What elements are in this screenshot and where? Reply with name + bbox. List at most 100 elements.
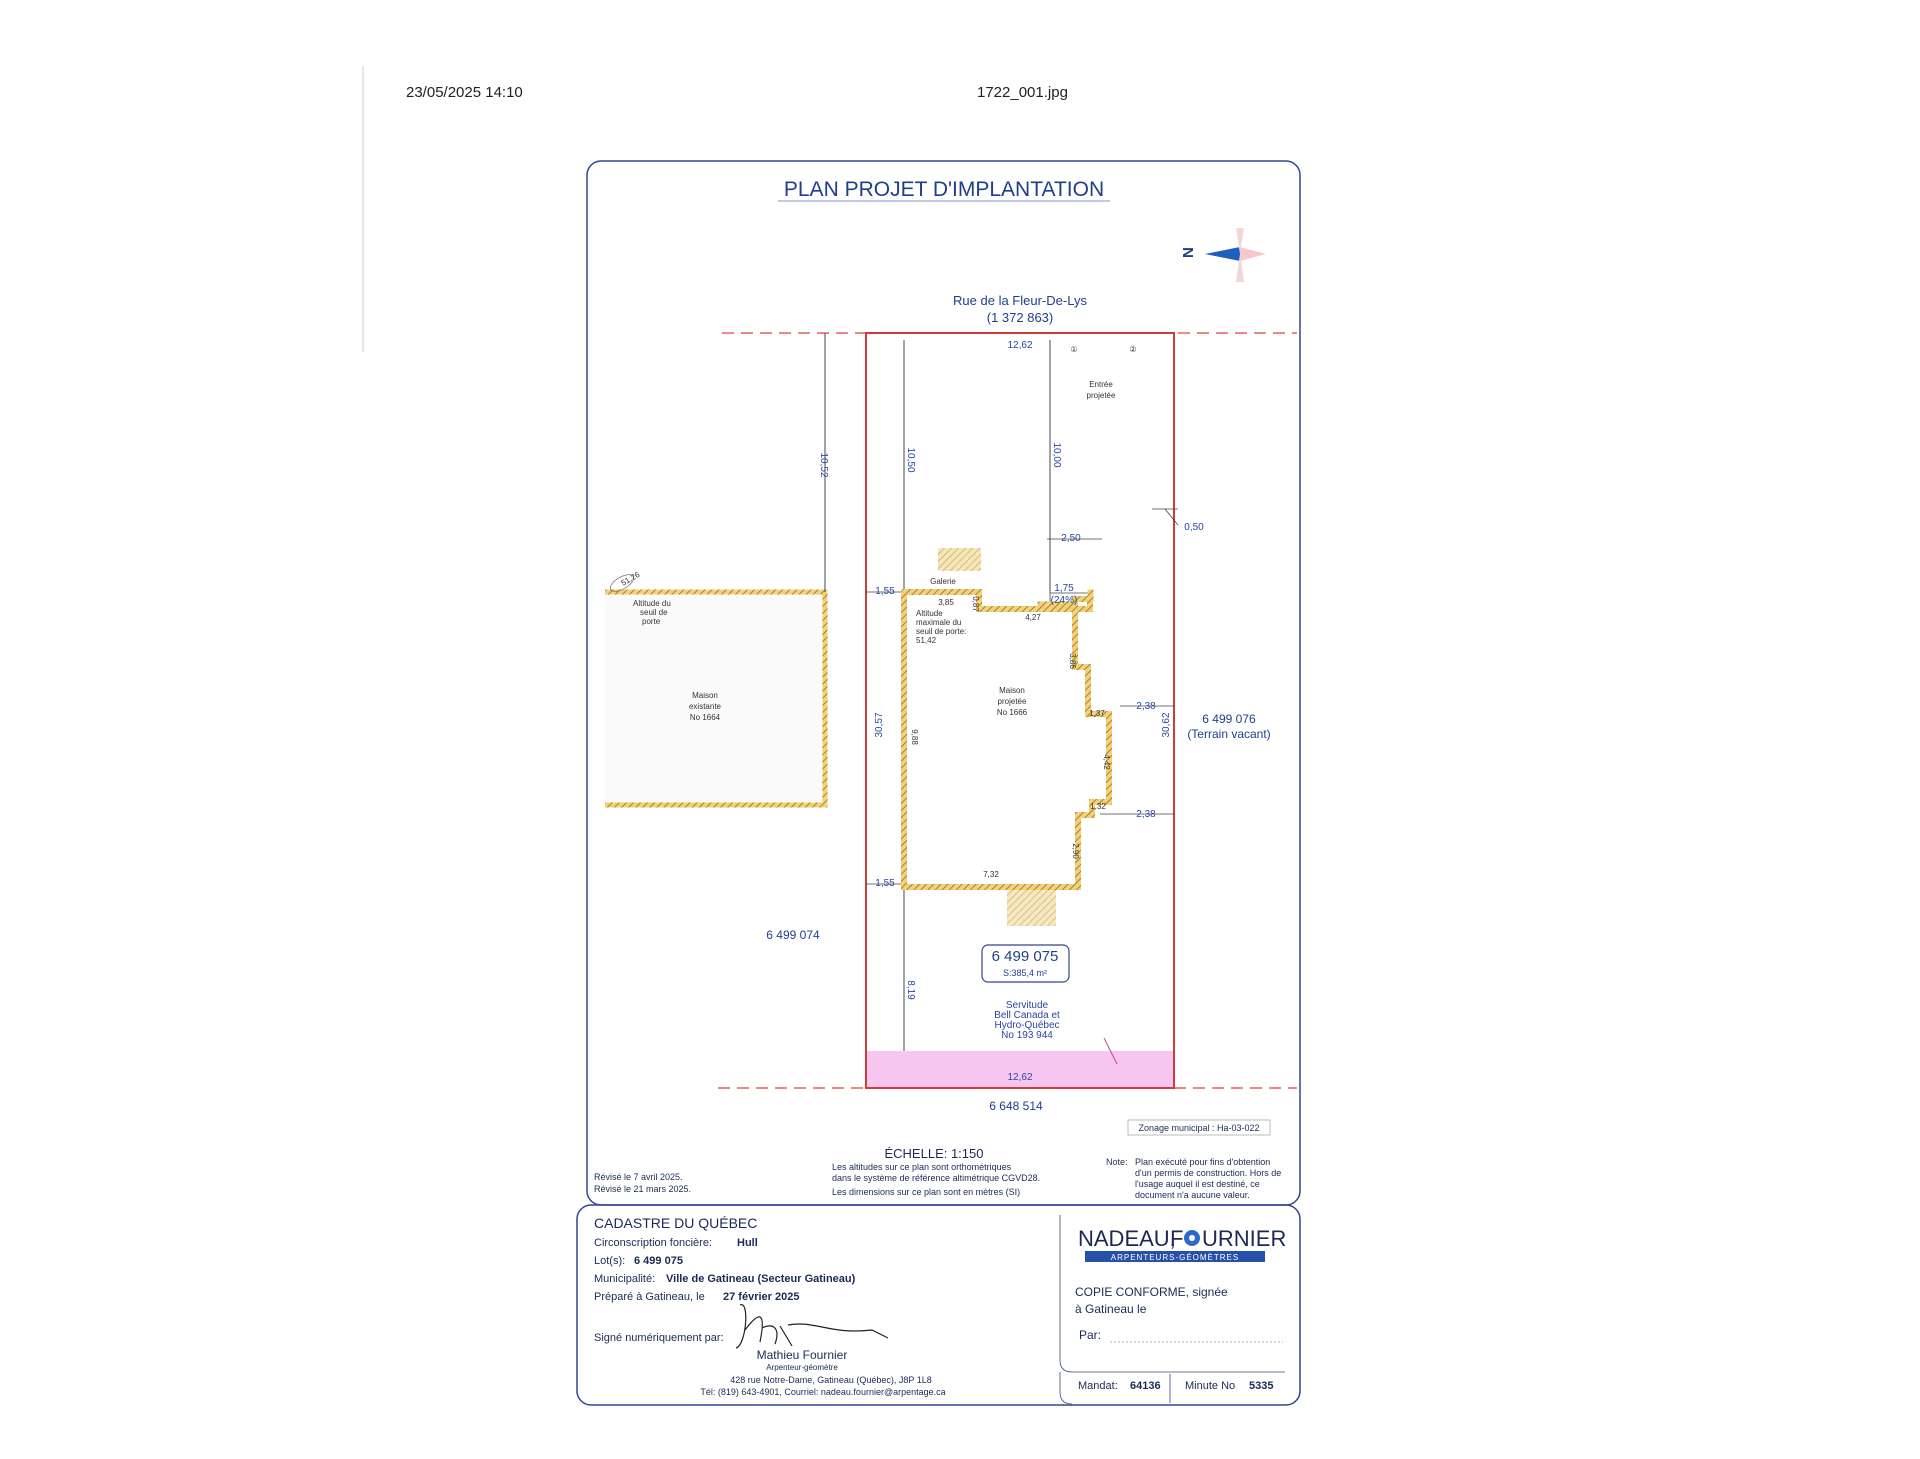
alt-note-l1: Les altitudes sur ce plan sont orthométr…: [832, 1162, 1012, 1172]
dim-087: 0,87: [971, 596, 980, 612]
surveyor-title: Arpenteur-géomètre: [766, 1363, 838, 1372]
print-filename: 1722_001.jpg: [977, 84, 1068, 101]
lots-value: 6 499 075: [634, 1255, 683, 1267]
entree-label-2: projetée: [1087, 391, 1116, 400]
dim-175: 1,75: [1054, 583, 1074, 594]
minute-value: 5335: [1249, 1380, 1273, 1392]
note-l1: Plan exécuté pour fins d'obtention: [1135, 1157, 1270, 1167]
point-1: ①: [1070, 345, 1077, 354]
cadastre-heading: CADASTRE DU QUÉBEC: [594, 1215, 757, 1231]
signature-image: [735, 1304, 889, 1349]
altitude-note-l2: maximale du: [916, 618, 961, 627]
firm-logo: NADEAU, F URNIER ARPENTEURS-GÉOMÈTRES: [1078, 1226, 1286, 1262]
servitude-band: [866, 1051, 1174, 1088]
alt-note-l2: dans le système de référence altimétriqu…: [832, 1173, 1040, 1183]
existing-house-label-3: No 1664: [690, 713, 721, 722]
dim-side-left-top: 1,55: [875, 586, 895, 597]
firm-contact: Tél: (819) 643-4901, Courriel: nadeau.fo…: [700, 1387, 945, 1397]
proposed-house-label-3: No 1666: [997, 708, 1028, 717]
dim-137: 1,37: [1089, 709, 1105, 718]
circ-value: Hull: [737, 1237, 758, 1249]
firm-name-a: NADEAU,: [1078, 1226, 1176, 1251]
scale-label: ÉCHELLE: 1:150: [884, 1146, 983, 1161]
lot-boundary: [865, 332, 1175, 1089]
zonage-text: Zonage municipal : Ha-03-022: [1138, 1123, 1259, 1133]
alt-note-l3: Les dimensions sur ce plan sont en mètre…: [832, 1187, 1020, 1197]
dim-rear-setback: 8,19: [905, 980, 916, 1000]
dim-neighbor-setback: 10,52: [818, 452, 829, 477]
signed-label: Signé numériquement par:: [594, 1332, 724, 1344]
cartouche-frame: [576, 1204, 1301, 1406]
dim-427: 4,27: [1025, 613, 1041, 622]
galerie-label: Galerie: [930, 577, 956, 586]
lot-right: 6 499 076: [1202, 712, 1256, 726]
note-l2: d'un permis de construction. Hors de: [1135, 1168, 1281, 1178]
proposed-house-label-1: Maison: [999, 686, 1025, 695]
altitude-note-l3: seuil de porte:: [916, 627, 966, 636]
existing-house: [605, 589, 828, 808]
note-l4: document n'a aucune valeur.: [1135, 1190, 1250, 1200]
dim-250: 2,50: [1061, 533, 1081, 544]
dim-front-setback-left: 10,50: [905, 447, 916, 472]
dim-132: 1,32: [1090, 802, 1106, 811]
muni-value: Ville de Gatineau (Secteur Gatineau): [666, 1273, 856, 1285]
main-lot-area: S:385,4 m²: [1003, 968, 1047, 978]
dim-386: 3,86: [1068, 653, 1077, 669]
lot-right-note: (Terrain vacant): [1187, 727, 1270, 741]
copie-l2: à Gatineau le: [1075, 1302, 1147, 1316]
minute-label: Minute No: [1185, 1380, 1235, 1392]
copie-l1: COPIE CONFORME, signée: [1075, 1285, 1228, 1299]
altitude-note-l1: Altitude: [916, 609, 943, 618]
note-label: Note:: [1106, 1157, 1128, 1167]
point-2: ②: [1129, 345, 1136, 354]
dim-988: 9,88: [910, 729, 919, 745]
mandat-value: 64136: [1130, 1380, 1161, 1392]
prep-label: Préparé à Gatineau, le: [594, 1291, 705, 1303]
zonage-box: [1127, 1119, 1271, 1136]
lot-left: 6 499 074: [766, 928, 820, 942]
proposed-house-label-2: projetée: [998, 697, 1027, 706]
north-arrow-icon: N: [1180, 228, 1266, 282]
surveyor-name: Mathieu Fournier: [757, 1348, 848, 1362]
street-lot: (1 372 863): [987, 310, 1054, 325]
dim-right-depth: 30,62: [1161, 712, 1172, 737]
dim-front-width: 12,62: [1007, 340, 1032, 351]
mandat-label: Mandat:: [1078, 1380, 1118, 1392]
dim-side-right-2: 2,38: [1136, 809, 1156, 820]
firm-name-c: URNIER: [1202, 1226, 1286, 1251]
main-lot-number: 6 499 075: [992, 948, 1059, 965]
circ-label: Circonscription foncière:: [594, 1237, 712, 1249]
lots-label: Lot(s):: [594, 1255, 625, 1267]
revised-2: Révisé le 21 mars 2025.: [594, 1184, 691, 1194]
muni-label: Municipalité:: [594, 1273, 655, 1285]
servitude-l2: Bell Canada et: [994, 1010, 1060, 1021]
dim-side-right-1: 2,38: [1136, 701, 1156, 712]
dim-050: 0,50: [1184, 522, 1204, 533]
existing-alt-l2: seuil de: [640, 608, 668, 617]
altitude-note-l4: 51,42: [916, 636, 937, 645]
dim-732: 7,32: [983, 870, 999, 879]
firm-address: 428 rue Notre-Dame, Gatineau (Québec), J…: [730, 1375, 931, 1385]
entree-label: Entrée: [1089, 380, 1113, 389]
street-name: Rue de la Fleur-De-Lys: [953, 293, 1087, 308]
lot-bottom: 6 648 514: [989, 1099, 1043, 1113]
existing-house-label-1: Maison: [692, 691, 718, 700]
dim-442: 4,42: [1102, 754, 1111, 770]
dim-side-left-bottom: 1,55: [875, 878, 895, 889]
dim-left-depth: 30,57: [874, 712, 885, 737]
dim-rear-width: 12,62: [1007, 1072, 1032, 1083]
revised-1: Révisé le 7 avril 2025.: [594, 1172, 683, 1182]
print-datetime: 23/05/2025 14:10: [406, 84, 523, 101]
main-lot-box: [981, 944, 1070, 983]
dim-24pct: (24%): [1051, 595, 1078, 606]
par-label: Par:: [1079, 1328, 1101, 1342]
existing-house-label-2: existante: [689, 702, 722, 711]
firm-name-b: F: [1170, 1226, 1183, 1251]
servitude-l1: Servitude: [1006, 1000, 1049, 1011]
servitude-l4: No 193 944: [1001, 1030, 1053, 1041]
servitude-l3: Hydro-Québec: [994, 1020, 1059, 1031]
north-label: N: [1180, 247, 1197, 258]
existing-alt-l3: porte: [642, 617, 661, 626]
plan-title: PLAN PROJET D'IMPLANTATION: [784, 178, 1104, 201]
